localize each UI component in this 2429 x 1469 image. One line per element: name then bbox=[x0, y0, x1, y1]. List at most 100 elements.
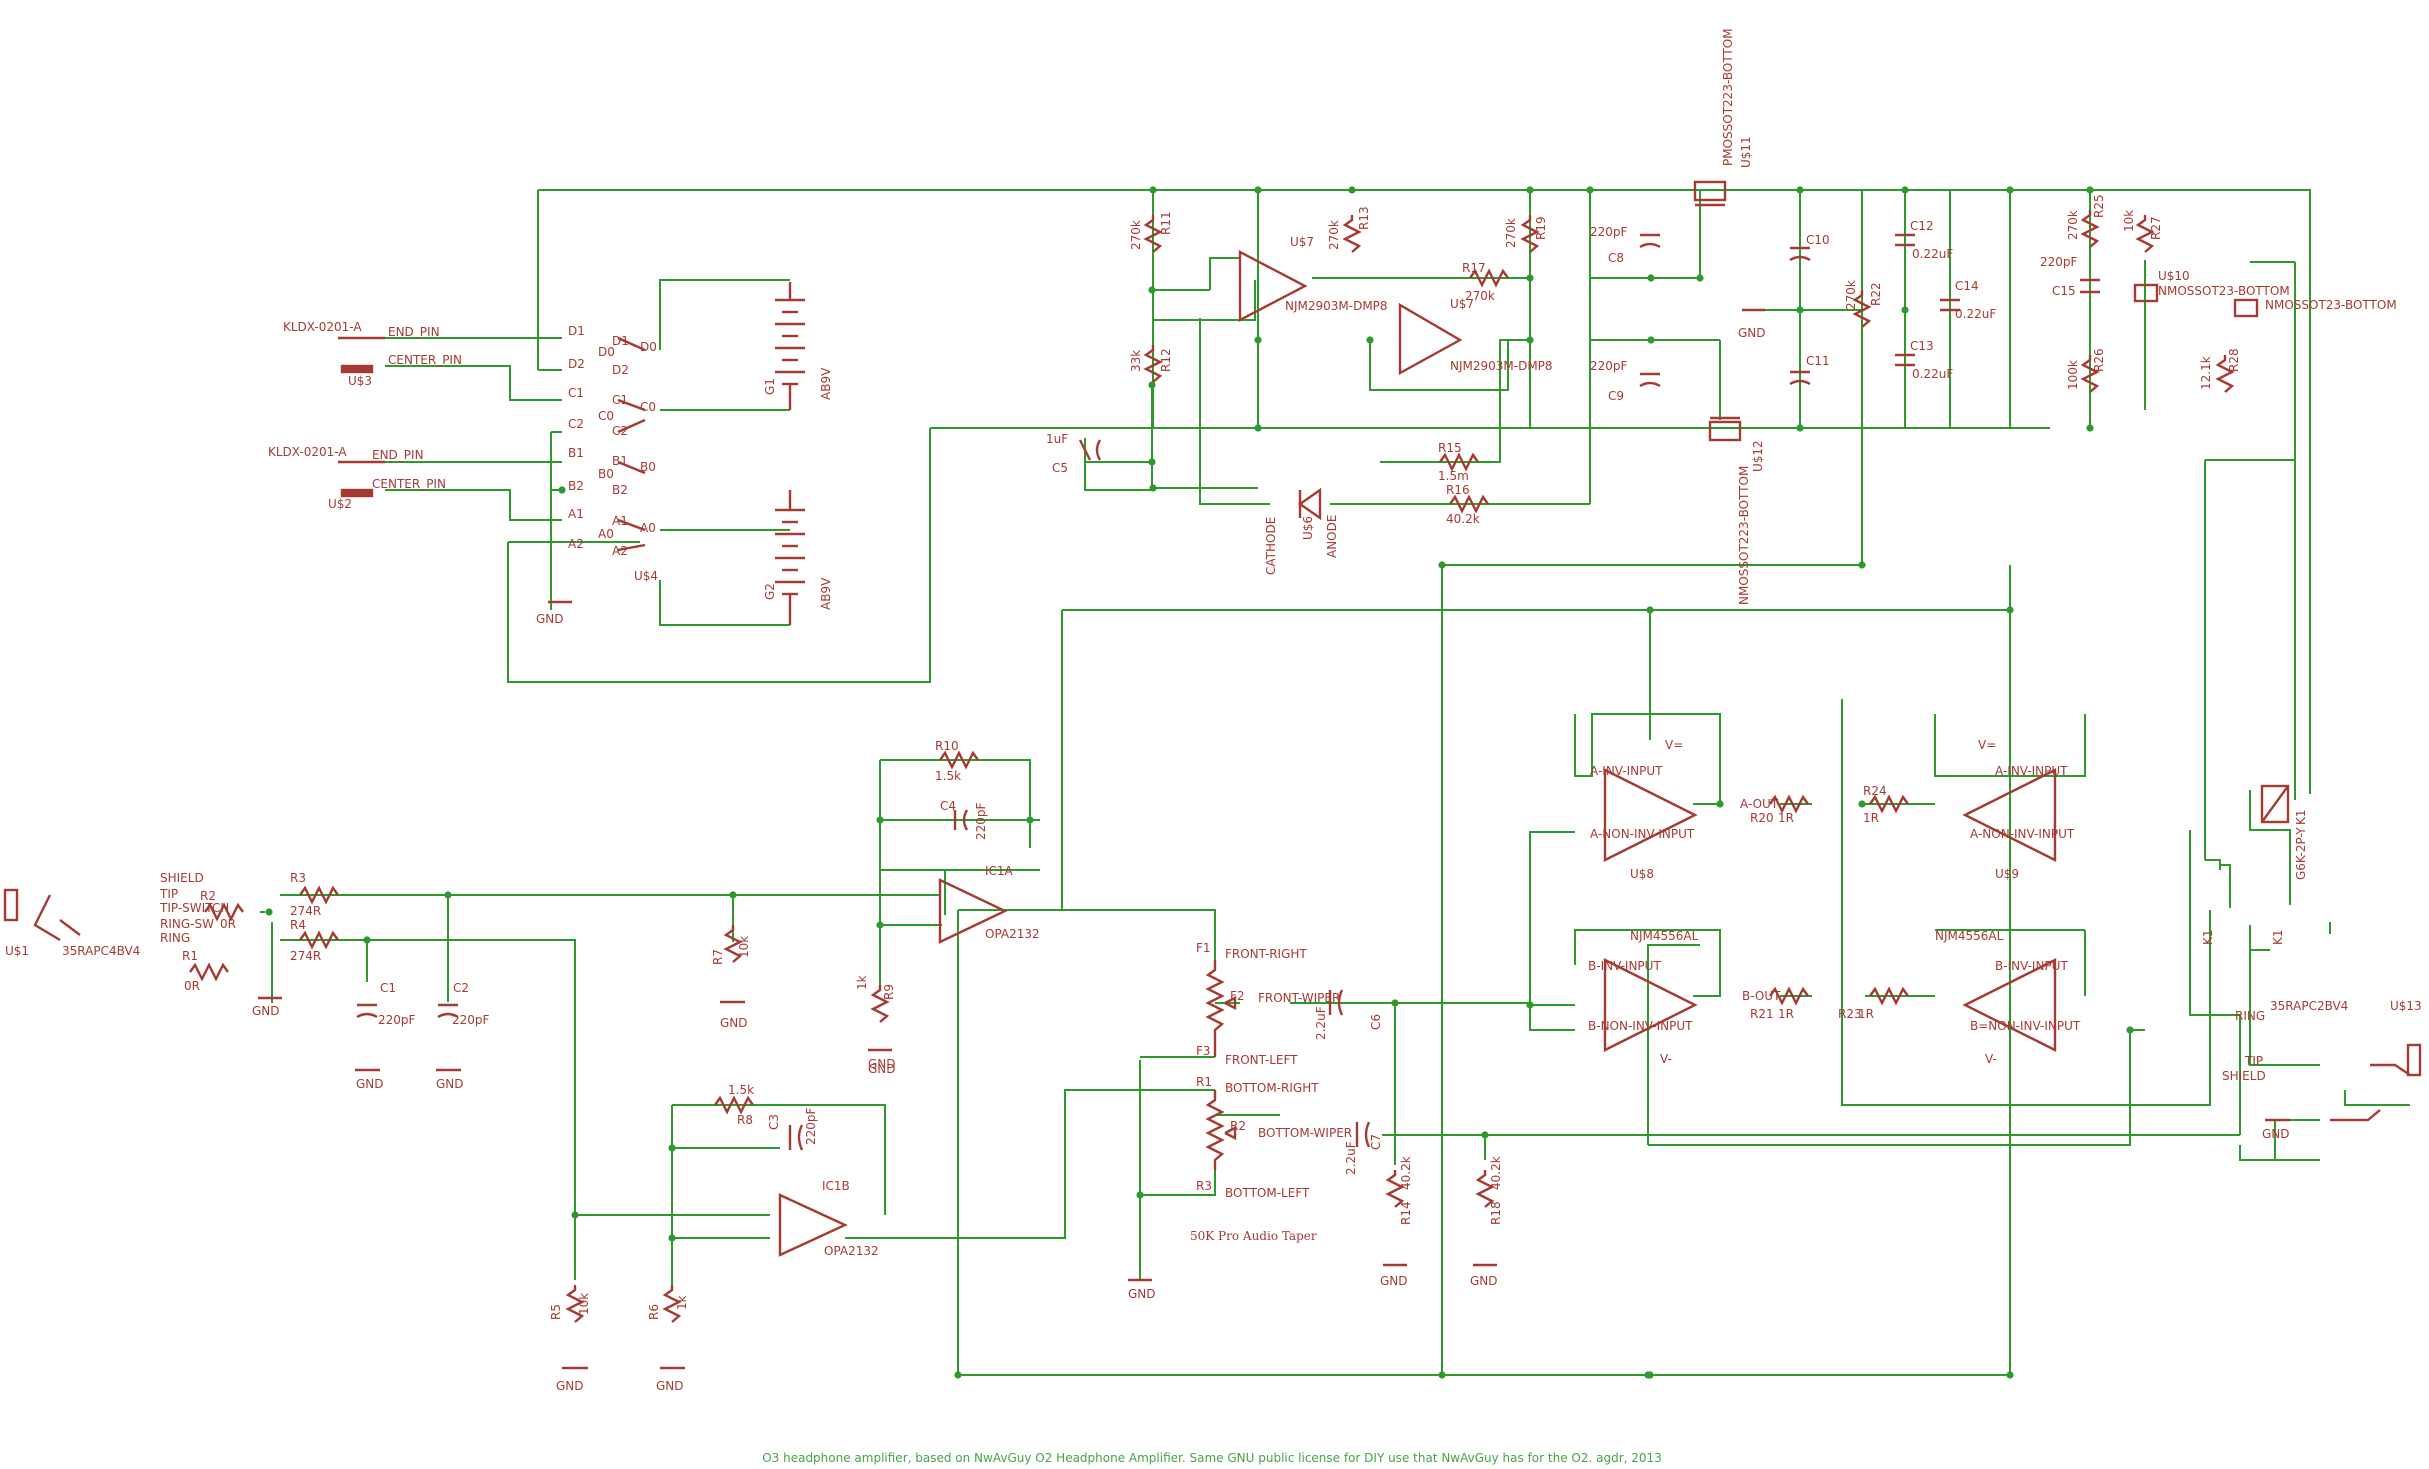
svg-text:CATHODE: CATHODE bbox=[1264, 517, 1278, 575]
svg-text:GND: GND bbox=[656, 1379, 684, 1393]
svg-text:GND: GND bbox=[1738, 326, 1766, 340]
svg-text:R19: R19 bbox=[1534, 216, 1548, 240]
svg-text:IC1B: IC1B bbox=[822, 1179, 850, 1193]
svg-text:V-: V- bbox=[1660, 1052, 1672, 1066]
svg-text:R27: R27 bbox=[2149, 216, 2163, 240]
svg-text:R6: R6 bbox=[647, 1304, 661, 1320]
svg-text:12.1k: 12.1k bbox=[2199, 356, 2213, 390]
svg-text:PMOSSOT223-BOTTOM: PMOSSOT223-BOTTOM bbox=[1721, 28, 1735, 166]
svg-text:0R: 0R bbox=[184, 979, 200, 993]
svg-text:C2: C2 bbox=[612, 424, 628, 438]
svg-text:GND: GND bbox=[2262, 1127, 2290, 1141]
svg-text:C13: C13 bbox=[1910, 339, 1934, 353]
svg-text:220pF: 220pF bbox=[1590, 359, 1628, 373]
svg-text:B0: B0 bbox=[598, 467, 614, 481]
svg-text:U$1: U$1 bbox=[5, 944, 29, 958]
svg-text:1k: 1k bbox=[855, 975, 869, 990]
svg-text:1R: 1R bbox=[1778, 811, 1794, 825]
svg-text:BOTTOM-LEFT: BOTTOM-LEFT bbox=[1225, 1186, 1310, 1200]
svg-text:R8: R8 bbox=[737, 1113, 753, 1127]
svg-text:G2: G2 bbox=[763, 583, 777, 600]
svg-text:G6K-2P-Y: G6K-2P-Y bbox=[2294, 827, 2308, 880]
svg-text:R3: R3 bbox=[1196, 1179, 1212, 1193]
gnd-symbols bbox=[258, 308, 2290, 1370]
svg-text:RING: RING bbox=[160, 931, 190, 945]
svg-text:B-OUT: B-OUT bbox=[1742, 989, 1781, 1003]
svg-text:OPA2132: OPA2132 bbox=[985, 927, 1040, 941]
svg-text:R4: R4 bbox=[290, 918, 306, 932]
svg-text:A-INV-INPUT: A-INV-INPUT bbox=[1590, 764, 1663, 778]
svg-text:B=NON-INV-INPUT: B=NON-INV-INPUT bbox=[1970, 1019, 2081, 1033]
svg-text:C9: C9 bbox=[1608, 389, 1624, 403]
svg-text:GND: GND bbox=[436, 1077, 464, 1091]
svg-text:A-NON-INV-INPUT: A-NON-INV-INPUT bbox=[1590, 827, 1695, 841]
svg-text:0.22uF: 0.22uF bbox=[1912, 247, 1953, 261]
svg-text:40.2k: 40.2k bbox=[1399, 1156, 1413, 1190]
svg-text:C11: C11 bbox=[1806, 354, 1830, 368]
svg-text:TIP: TIP bbox=[159, 887, 178, 901]
svg-text:35RAPC2BV4: 35RAPC2BV4 bbox=[2270, 999, 2348, 1013]
svg-text:IC1A: IC1A bbox=[985, 864, 1014, 878]
svg-text:10k: 10k bbox=[2122, 210, 2136, 232]
svg-text:270k: 270k bbox=[1129, 220, 1143, 250]
svg-text:K1: K1 bbox=[2271, 929, 2285, 945]
svg-text:U$3: U$3 bbox=[348, 374, 372, 388]
svg-text:CENTER_PIN: CENTER_PIN bbox=[388, 353, 462, 367]
svg-text:U$11: U$11 bbox=[1739, 136, 1753, 168]
svg-text:1R: 1R bbox=[1858, 1007, 1874, 1021]
svg-text:270k: 270k bbox=[1844, 280, 1858, 310]
svg-text:C1: C1 bbox=[380, 981, 396, 995]
svg-text:40.2k: 40.2k bbox=[1446, 512, 1480, 526]
svg-text:A1: A1 bbox=[612, 514, 628, 528]
svg-text:R24: R24 bbox=[1863, 784, 1887, 798]
svg-text:R20: R20 bbox=[1750, 811, 1774, 825]
svg-text:NJM4556AL: NJM4556AL bbox=[1935, 929, 2004, 943]
svg-text:V=: V= bbox=[1978, 738, 1996, 752]
svg-text:BOTTOM-RIGHT: BOTTOM-RIGHT bbox=[1225, 1081, 1319, 1095]
svg-text:CENTER_PIN: CENTER_PIN bbox=[372, 477, 446, 491]
svg-text:SHIELD: SHIELD bbox=[160, 871, 204, 885]
svg-text:F3: F3 bbox=[1196, 1044, 1211, 1058]
svg-text:GND: GND bbox=[252, 1004, 280, 1018]
svg-text:R13: R13 bbox=[1357, 206, 1371, 230]
svg-text:U$7: U$7 bbox=[1450, 297, 1474, 311]
svg-text:R10: R10 bbox=[935, 739, 959, 753]
svg-text:D0: D0 bbox=[598, 345, 615, 359]
svg-text:FRONT-RIGHT: FRONT-RIGHT bbox=[1225, 947, 1307, 961]
svg-text:R7: R7 bbox=[711, 949, 725, 965]
svg-text:0R: 0R bbox=[220, 917, 236, 931]
svg-text:C14: C14 bbox=[1955, 279, 1979, 293]
svg-text:F2: F2 bbox=[1230, 989, 1245, 1003]
svg-text:GND: GND bbox=[556, 1379, 584, 1393]
svg-text:TIP-SWITCH: TIP-SWITCH bbox=[159, 901, 229, 915]
svg-text:GND: GND bbox=[868, 1057, 896, 1071]
svg-text:GND: GND bbox=[536, 612, 564, 626]
svg-text:V=: V= bbox=[1665, 738, 1683, 752]
svg-text:C6: C6 bbox=[1369, 1014, 1383, 1030]
svg-text:F1: F1 bbox=[1196, 941, 1211, 955]
svg-text:R9: R9 bbox=[882, 984, 896, 1000]
svg-text:C7: C7 bbox=[1369, 1134, 1383, 1150]
svg-text:R2: R2 bbox=[200, 889, 216, 903]
svg-text:10k: 10k bbox=[737, 936, 751, 958]
svg-text:R15: R15 bbox=[1438, 441, 1462, 455]
svg-text:D2: D2 bbox=[612, 363, 629, 377]
svg-text:SHIELD: SHIELD bbox=[2222, 1069, 2266, 1083]
pot-annotation: 50K Pro Audio Taper bbox=[1190, 1229, 1317, 1243]
svg-text:BOTTOM-WIPER: BOTTOM-WIPER bbox=[1258, 1126, 1352, 1140]
svg-text:0.22uF: 0.22uF bbox=[1955, 307, 1996, 321]
battery-g2 bbox=[775, 490, 805, 625]
svg-text:NJM4556AL: NJM4556AL bbox=[1630, 929, 1699, 943]
svg-text:40.2k: 40.2k bbox=[1489, 1156, 1503, 1190]
svg-text:220pF: 220pF bbox=[378, 1013, 416, 1027]
svg-text:1uF: 1uF bbox=[1046, 432, 1068, 446]
svg-text:274R: 274R bbox=[290, 904, 321, 918]
svg-text:NMOSSOT23-BOTTOM: NMOSSOT23-BOTTOM bbox=[2158, 284, 2290, 298]
svg-text:B-INV-INPUT: B-INV-INPUT bbox=[1995, 959, 2068, 973]
svg-text:D2: D2 bbox=[568, 357, 585, 371]
svg-text:1.5m: 1.5m bbox=[1438, 469, 1469, 483]
svg-text:C0: C0 bbox=[598, 409, 614, 423]
svg-text:A1: A1 bbox=[568, 507, 584, 521]
svg-text:1R: 1R bbox=[1778, 1007, 1794, 1021]
